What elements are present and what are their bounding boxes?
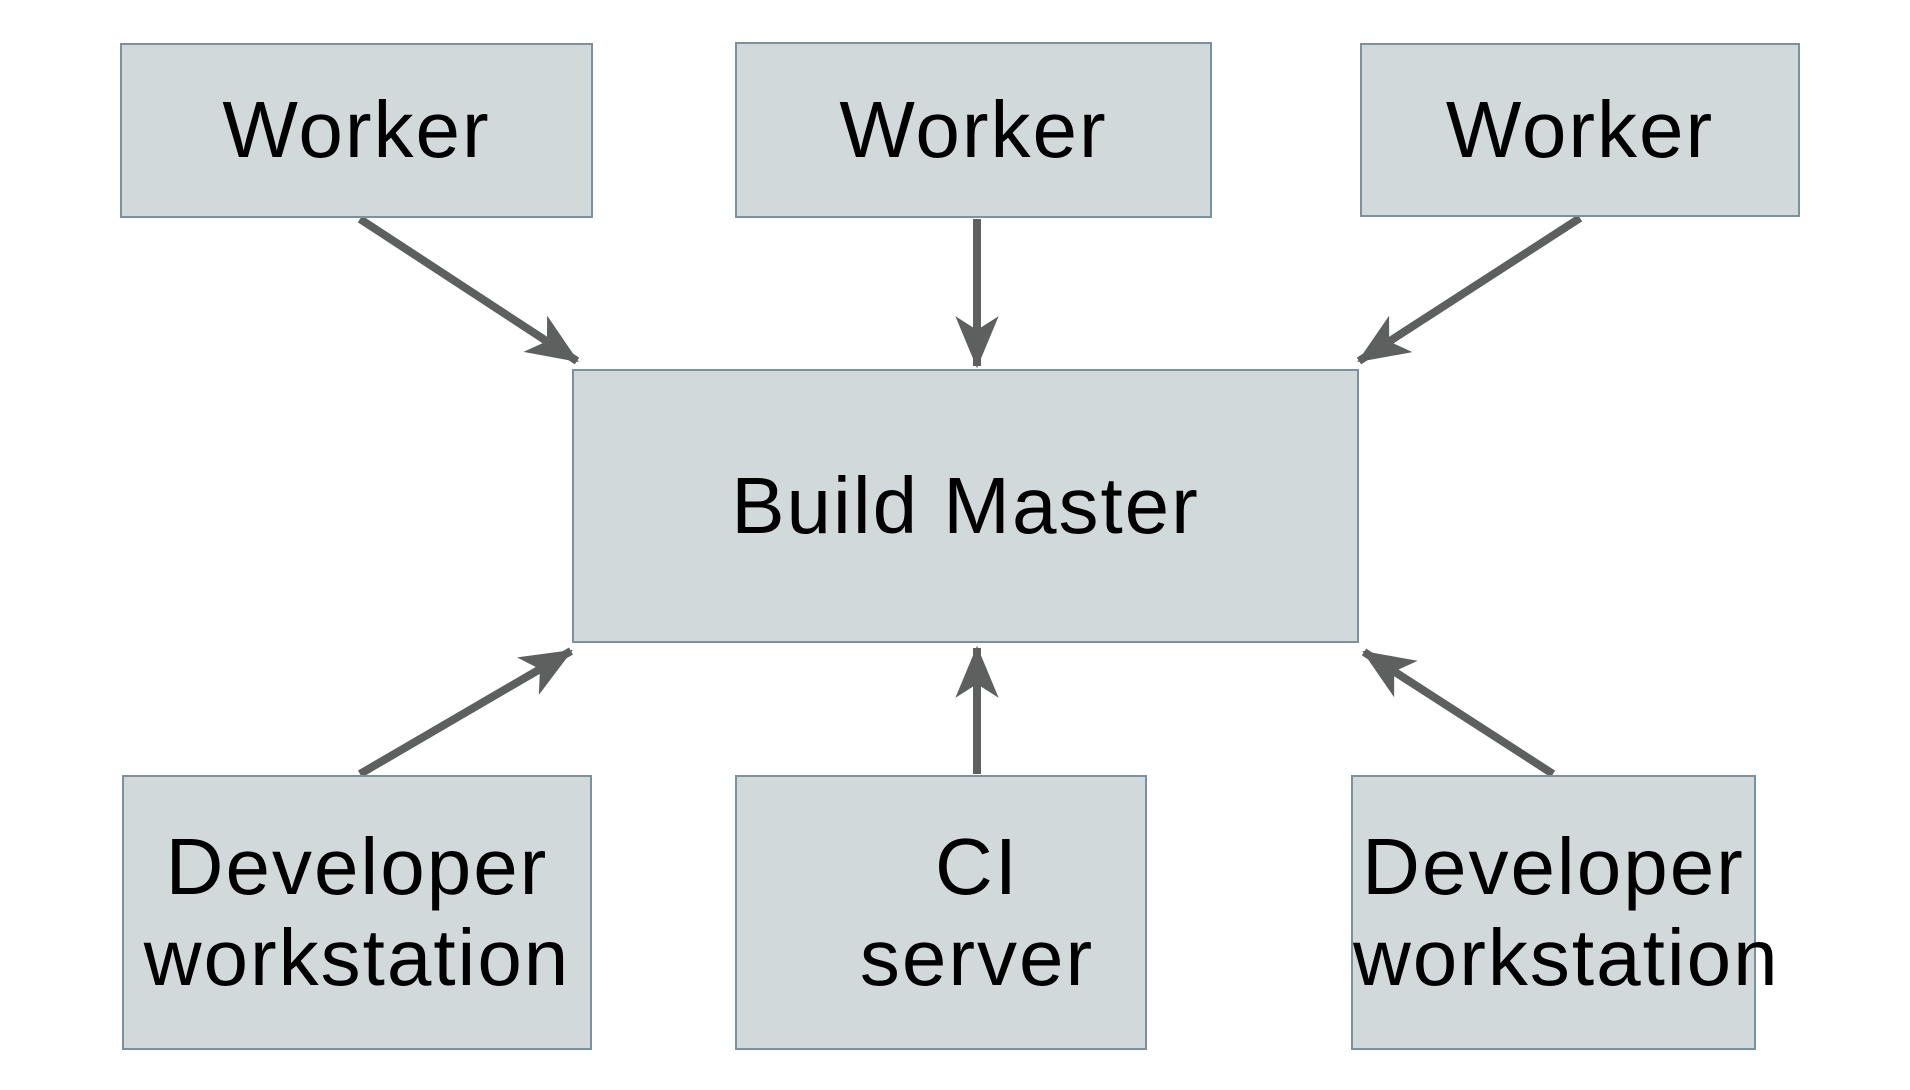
- arrow-dev-2-to-build-master: [1361, 648, 1556, 778]
- node-worker-2-label: Worker: [839, 84, 1108, 174]
- arrow-worker-1-to-build-master: [357, 215, 580, 365]
- node-build-master: Build Master: [572, 369, 1359, 643]
- node-worker-1: Worker: [120, 43, 593, 218]
- node-worker-3: Worker: [1360, 43, 1800, 217]
- node-ci-server: CI server: [735, 775, 1147, 1050]
- node-worker-2: Worker: [735, 42, 1212, 218]
- node-worker-1-label: Worker: [222, 85, 491, 175]
- node-build-master-label: Build Master: [731, 460, 1200, 550]
- connector-arrows: [357, 214, 1583, 778]
- arrow-worker-3-to-build-master: [1356, 214, 1583, 365]
- node-developer-workstation-left: Developer workstation: [122, 775, 592, 1050]
- node-developer-workstation-right-label: Developer workstation: [1353, 822, 1780, 1002]
- node-worker-3-label: Worker: [1445, 84, 1715, 174]
- node-developer-workstation-right: Developer workstation: [1351, 775, 1780, 1050]
- node-developer-workstation-left-label: Developer workstation: [143, 822, 571, 1002]
- arrow-dev-1-to-build-master: [357, 647, 574, 778]
- node-ci-server-label: CI server: [859, 822, 1095, 1002]
